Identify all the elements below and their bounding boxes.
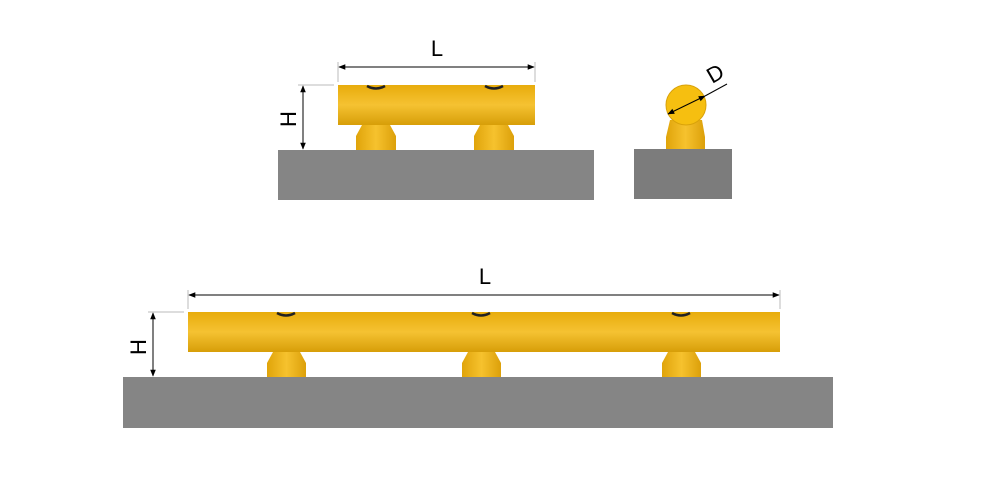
bottom-front-view: L H — [123, 264, 833, 428]
diameter-leader — [704, 83, 728, 97]
support-post — [666, 120, 705, 149]
length-label: L — [479, 264, 491, 289]
support-post — [462, 352, 501, 377]
diameter-dimension — [667, 95, 706, 115]
height-label: H — [276, 111, 301, 127]
side-view: D — [634, 59, 732, 199]
top-front-view: L H — [276, 36, 594, 200]
support-post — [267, 352, 306, 377]
fastener-hole — [484, 84, 504, 90]
fastener-hole — [471, 311, 491, 317]
fastener-hole — [671, 311, 691, 317]
fastener-hole — [276, 311, 296, 317]
support-post — [662, 352, 701, 377]
fastener-hole — [366, 84, 386, 90]
support-post — [474, 125, 514, 150]
height-label: H — [126, 339, 151, 355]
diameter-label: D — [702, 59, 728, 89]
base-block — [634, 149, 732, 199]
support-post — [356, 125, 396, 150]
length-label: L — [431, 36, 443, 61]
rail-bar — [188, 312, 780, 352]
base-block — [278, 150, 594, 200]
base-block — [123, 377, 833, 428]
rail-bar — [338, 85, 535, 125]
